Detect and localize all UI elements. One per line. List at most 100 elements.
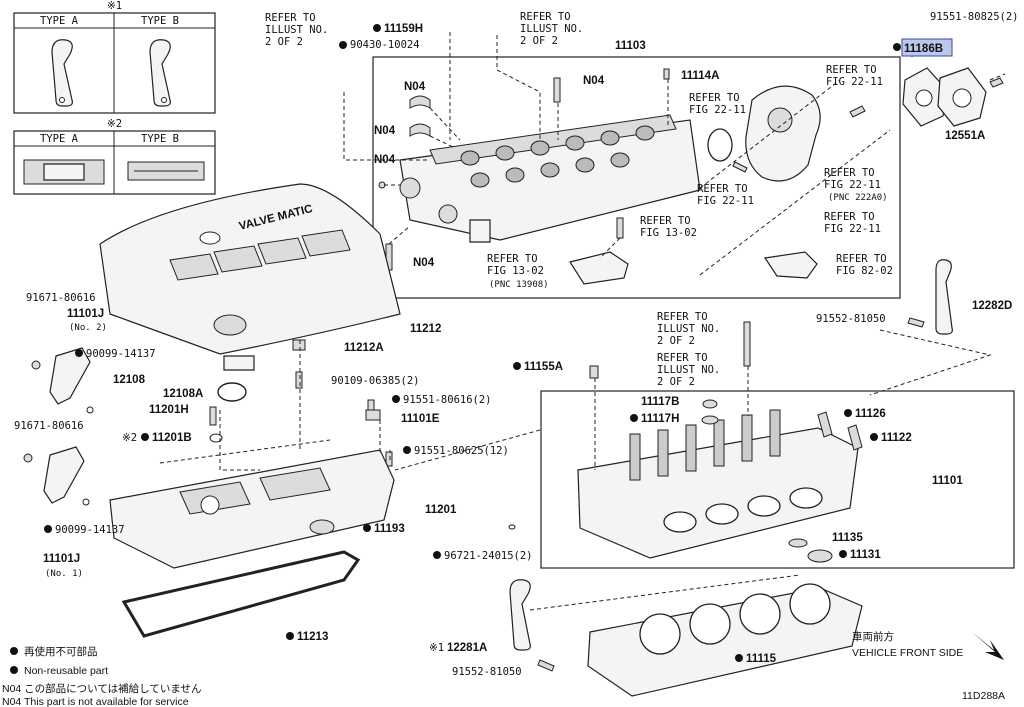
cover-leaders — [159, 340, 541, 471]
label-11213: 11213 — [297, 631, 328, 643]
head-gasket-drawing — [587, 583, 863, 697]
ref-fig22-11-a: REFER TO FIG 22-11 — [689, 92, 746, 116]
ref-illust-c: REFER TO ILLUST NO. 2 OF 2 — [657, 311, 720, 347]
label-11101J-2-sub: (No. 2) — [69, 323, 107, 333]
ref-text: REFER TO — [836, 253, 887, 265]
label-90109: 90109-06385(2) — [331, 375, 420, 387]
mark-2: ※2 — [122, 432, 137, 444]
label-91552-a: 91552-81050 — [816, 313, 886, 325]
label-11101J-2: 11101J — [67, 308, 104, 320]
label-11101: 11101 — [932, 475, 963, 487]
label-91671-b: 91671-80616 — [14, 420, 84, 432]
non-reusable-dot-icon — [433, 551, 441, 559]
label-n04: N04 — [404, 81, 426, 93]
non-reusable-dot-icon — [735, 654, 743, 662]
engine-hanger-rear-drawing — [935, 259, 953, 335]
non-reusable-dot-icon — [373, 24, 381, 32]
label-91552-b: 91552-81050 — [452, 666, 522, 678]
label-11186B[interactable]: 11186B — [904, 43, 943, 55]
label-11212A: 11212A — [344, 342, 384, 354]
non-reusable-dot-icon — [363, 524, 371, 532]
camshaft-housing-group-box — [372, 56, 901, 299]
type-table-1-col-b: TYPE B — [141, 15, 179, 27]
ref-text: ILLUST NO. — [520, 23, 583, 35]
label-91551-80825: 91551-80825(2) — [930, 11, 1019, 23]
ref-text: REFER TO — [520, 11, 571, 23]
label-11115: 11115 — [746, 653, 777, 665]
non-reusable-dot-icon — [286, 632, 294, 640]
label-11212: 11212 — [410, 323, 441, 335]
label-11159H: 11159H — [384, 23, 423, 35]
oil-cap-drawing — [223, 355, 255, 371]
label-n04: N04 — [413, 257, 435, 269]
type-table-2-col-b: TYPE B — [141, 133, 179, 145]
ref-text: ILLUST NO. — [657, 364, 720, 376]
ref-text: REFER TO — [265, 12, 316, 24]
label-11101J-1-sub: (No. 1) — [45, 569, 83, 579]
legend-n04-en: N04 This part is not available for servi… — [2, 696, 189, 707]
hook-type-a-icon — [51, 39, 73, 107]
label-91551-80616: 91551-80616(2) — [403, 394, 492, 406]
ref-text: REFER TO — [697, 183, 748, 195]
ref-text: 2 OF 2 — [520, 35, 558, 47]
non-reusable-dot-icon — [10, 666, 18, 674]
ref-text: REFER TO — [824, 211, 875, 223]
label-11131: 11131 — [850, 549, 881, 561]
ref-text: REFER TO — [640, 215, 691, 227]
ref-text: 2 OF 2 — [657, 376, 695, 388]
ref-text: FIG 82-02 — [836, 265, 893, 277]
label-11122: 11122 — [881, 432, 912, 444]
cap-gasket-drawing — [217, 382, 247, 402]
ref-text: FIG 22-11 — [824, 179, 881, 191]
legend-front-en: VEHICLE FRONT SIDE — [852, 647, 963, 659]
mark-1: ※1 — [429, 642, 444, 654]
type-table-1: ※1 TYPE A TYPE B — [13, 0, 216, 114]
ref-illust-a: REFER TO ILLUST NO. 2 OF 2 — [265, 12, 328, 48]
ref-text: REFER TO — [657, 311, 708, 323]
label-11201B: 11201B — [152, 432, 192, 444]
cylinder-head-drawing — [508, 321, 863, 563]
cylinder-head-group-box — [540, 390, 1015, 569]
ref-text: FIG 22-11 — [824, 223, 881, 235]
type-table-2-col-a: TYPE A — [40, 133, 79, 145]
label-90430: 90430-10024 — [350, 39, 420, 51]
non-reusable-dot-icon — [893, 43, 901, 51]
label-11114A: 11114A — [681, 70, 719, 82]
ref-fig22-11-d: REFER TO FIG 22-11 (PNC 222A0) — [824, 167, 888, 203]
non-reusable-dot-icon — [403, 446, 411, 454]
label-n04: N04 — [374, 154, 396, 166]
label-90099-b: 90099-14137 — [55, 524, 125, 536]
ref-text: ILLUST NO. — [657, 323, 720, 335]
non-reusable-dot-icon — [392, 395, 400, 403]
type-table-2-mark: ※2 — [107, 118, 122, 130]
ref-fig22-11-c: REFER TO FIG 22-11 — [697, 183, 754, 207]
oil-seal-drawing — [309, 519, 335, 535]
label-11155A: 11155A — [524, 361, 563, 373]
type-table-1-mark: ※1 — [107, 0, 122, 12]
label-11135: 11135 — [832, 532, 863, 544]
label-11126: 11126 — [855, 408, 886, 420]
non-reusable-dot-icon — [630, 414, 638, 422]
ref-text: (PNC 13908) — [489, 280, 549, 290]
label-11117B: 11117B — [641, 396, 679, 408]
label-11193: 11193 — [374, 523, 405, 535]
ref-text: FIG 22-11 — [697, 195, 754, 207]
label-11201H: 11201H — [149, 404, 189, 416]
ref-text: FIG 22-11 — [826, 76, 883, 88]
non-reusable-dot-icon — [44, 525, 52, 533]
type-table-2: ※2 TYPE A TYPE B — [13, 118, 216, 195]
ref-illust-d: REFER TO ILLUST NO. 2 OF 2 — [657, 352, 720, 388]
label-91551-80625: 91551-80625(12) — [414, 445, 509, 457]
ref-fig13-02-b: REFER TO FIG 13-02 (PNC 13908) — [487, 253, 549, 290]
label-12282D: 12282D — [972, 300, 1012, 312]
label-11103: 11103 — [615, 40, 646, 52]
non-reusable-dot-icon — [75, 349, 83, 357]
non-reusable-dot-icon — [839, 550, 847, 558]
ref-text: REFER TO — [826, 64, 877, 76]
ref-text: 2 OF 2 — [657, 335, 695, 347]
ref-fig22-11-b: REFER TO FIG 22-11 — [826, 64, 883, 88]
ref-fig22-11-e: REFER TO FIG 22-11 — [824, 211, 881, 235]
ref-text: FIG 22-11 — [689, 104, 746, 116]
label-12281A: 12281A — [447, 642, 487, 654]
ref-text: FIG 13-02 — [640, 227, 697, 239]
